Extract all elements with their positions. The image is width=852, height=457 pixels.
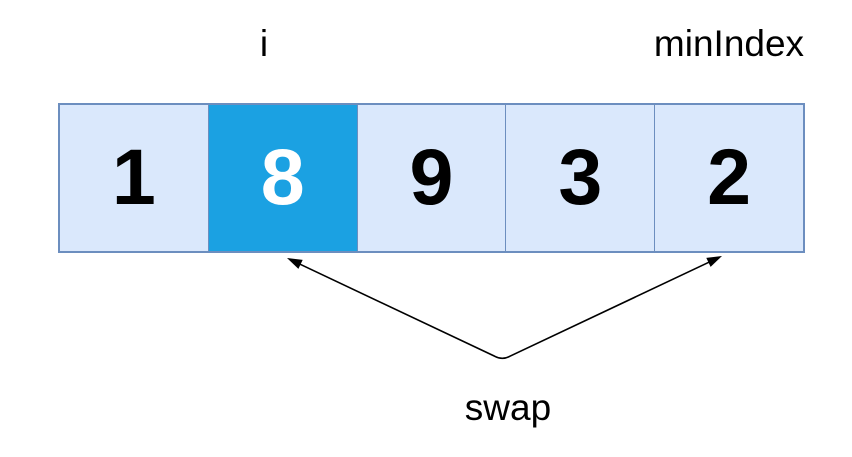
- array-cell-0: 1: [60, 105, 208, 251]
- array-cell-4: 2: [654, 105, 803, 251]
- array-cell-3: 3: [505, 105, 655, 251]
- label-i: i: [259, 23, 269, 64]
- swap-arrowhead-left-icon: [287, 258, 303, 269]
- array: 1 8 9 3 2: [58, 103, 805, 253]
- array-cell-2: 9: [356, 105, 506, 251]
- cell-value-1: 8: [260, 131, 305, 221]
- cell-value-4: 2: [707, 131, 752, 221]
- label-minindex: minIndex: [653, 23, 805, 64]
- swap-arrow-line: [299, 261, 710, 360]
- label-swap: swap: [464, 387, 552, 428]
- cell-value-0: 1: [111, 131, 156, 221]
- array-cell-1: 8: [207, 105, 357, 251]
- swap-arrowhead-right-icon: [706, 256, 722, 267]
- cell-value-2: 9: [409, 131, 454, 221]
- cell-value-3: 3: [558, 131, 603, 221]
